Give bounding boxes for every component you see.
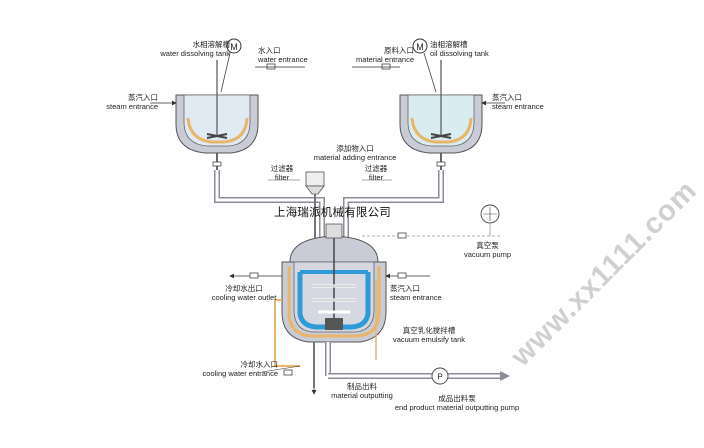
steam-entrance-right-label-cn: 蒸汽入口 (492, 93, 522, 102)
oil-tank-label-cn: 油相溶解槽 (430, 40, 468, 49)
valve-vacuum (397, 232, 407, 239)
steam-entrance-main-label-cn: 蒸汽入口 (390, 284, 420, 293)
pump-symbol: P (437, 373, 442, 382)
end-product-pump-label-cn: 成品出料泵 (438, 394, 476, 403)
emulsify-tank-label-cn: 真空乳化搅拌槽 (402, 326, 456, 335)
cooling-entrance-label-cn: 冷却水入口 (240, 360, 279, 369)
material-outputting-label: 制品出料 material outputting (322, 382, 402, 400)
valves (212, 63, 446, 167)
cooling-entrance-label-en: cooling water entrance (202, 369, 278, 378)
steam-entrance-right-label-en: steam entrance (492, 102, 544, 111)
cooling-outlet-label: 冷却水出口 cooling water outlet (204, 284, 284, 302)
company-name: 上海瑞派机械有限公司 (274, 207, 391, 219)
end-product-pump-label: 成品出料泵 end product material outputting pu… (382, 394, 532, 412)
filter-right-label: 过滤器 filter (356, 164, 396, 182)
material-entrance-label-en: material entrance (356, 55, 414, 64)
filter-left-label-cn: 过滤器 (270, 164, 294, 173)
oil-tank-heating-coil (410, 117, 473, 144)
vacuum-pump-label-cn: 真空泵 (476, 241, 499, 250)
steam-entrance-right-label: 蒸汽入口 steam entrance (492, 93, 544, 111)
steam-entrance-left-label: 蒸汽入口 steam entrance (90, 93, 158, 111)
material-outputting-label-cn: 制品出料 (347, 382, 377, 391)
process-flow-diagram: M M (150, 38, 510, 395)
water-tank-label-cn: 水相溶解槽 (192, 40, 231, 49)
vacuum-line (362, 204, 500, 239)
material-entrance-label-cn: 原料入口 (384, 46, 414, 55)
water-tank-impeller (206, 133, 228, 139)
steam-entrance-main-label-en: steam entrance (390, 293, 442, 302)
material-adding-hopper (305, 171, 325, 238)
oil-dissolving-tank (399, 60, 483, 170)
oil-tank-motor-symbol: M (416, 42, 424, 52)
homogenizer-head (325, 318, 343, 330)
water-tank-motor-symbol: M (230, 42, 238, 52)
cooling-outlet-label-cn: 冷却水出口 (225, 284, 263, 293)
cooling-entrance-line (261, 365, 301, 373)
emulsify-tank-heating-coil (287, 266, 381, 338)
water-dissolving-tank (175, 60, 259, 170)
output-line: P (311, 342, 510, 395)
end-product-pump-icon (431, 367, 449, 385)
valve-water (212, 161, 222, 167)
transfer-pipes (214, 170, 444, 248)
oil-tank-label: 油相溶解槽 oil dissolving tank (430, 40, 489, 58)
water-entrance-label-cn: 水入口 (258, 46, 281, 55)
filter-left-label-en: filter (274, 173, 290, 182)
filter-left-label: 过滤器 filter (262, 164, 302, 182)
emulsify-tank-label-en: vacuum emulsify tank (392, 335, 466, 344)
cooling-entrance-label: 冷却水入口 cooling water entrance (184, 360, 278, 378)
water-tank-label: 水相溶解槽 water dissolving tank (142, 40, 230, 58)
vacuum-pump-label-en: vacuum pump (464, 250, 512, 259)
steam-entrance-main-label: 蒸汽入口 steam entrance (390, 284, 442, 302)
filter-right-label-cn: 过滤器 (364, 164, 388, 173)
cooling-pipe (274, 299, 300, 367)
filter-right-label-en: filter (368, 173, 384, 182)
valve-cooling-entrance (283, 369, 293, 376)
water-tank-heating-coil (186, 117, 249, 144)
end-product-pump-label-en: end product material outputting pump (394, 403, 520, 412)
water-entrance-label-en: water entrance (258, 55, 308, 64)
vacuum-pump-label: 真空泵 vacuum pump (464, 241, 511, 259)
water-tank-motor: M (220, 38, 242, 93)
valve-steam-main (397, 272, 407, 279)
valve-cooling-outlet (249, 272, 259, 279)
material-entrance-label: 原料入口 material entrance (338, 46, 414, 64)
valve-oil (436, 161, 446, 167)
steam-entrance-left-label-cn: 蒸汽入口 (128, 93, 158, 102)
valve-water-feed (266, 63, 276, 70)
oil-tank-impeller (430, 133, 452, 139)
water-entrance-label: 水入口 water entrance (258, 46, 308, 64)
valve-material-feed (381, 63, 391, 70)
steam-entrance-left-label-en: steam entrance (106, 102, 158, 111)
emulsify-tank-drive (325, 223, 343, 239)
cooling-outlet-label-en: cooling water outlet (211, 293, 277, 302)
material-adding-label: 添加物入口 material adding entrance (298, 144, 412, 162)
emulsify-tank-label: 真空乳化搅拌槽 vacuum emulsify tank (386, 326, 472, 344)
oil-tank-label-en: oil dissolving tank (430, 49, 489, 58)
oil-tank-motor: M (412, 38, 437, 93)
water-tank-label-en: water dissolving tank (160, 49, 230, 58)
material-outputting-label-en: material outputting (331, 391, 393, 400)
vacuum-emulsify-tank (274, 226, 387, 388)
material-adding-label-en: material adding entrance (313, 153, 397, 162)
material-adding-label-cn: 添加物入口 (336, 144, 374, 153)
